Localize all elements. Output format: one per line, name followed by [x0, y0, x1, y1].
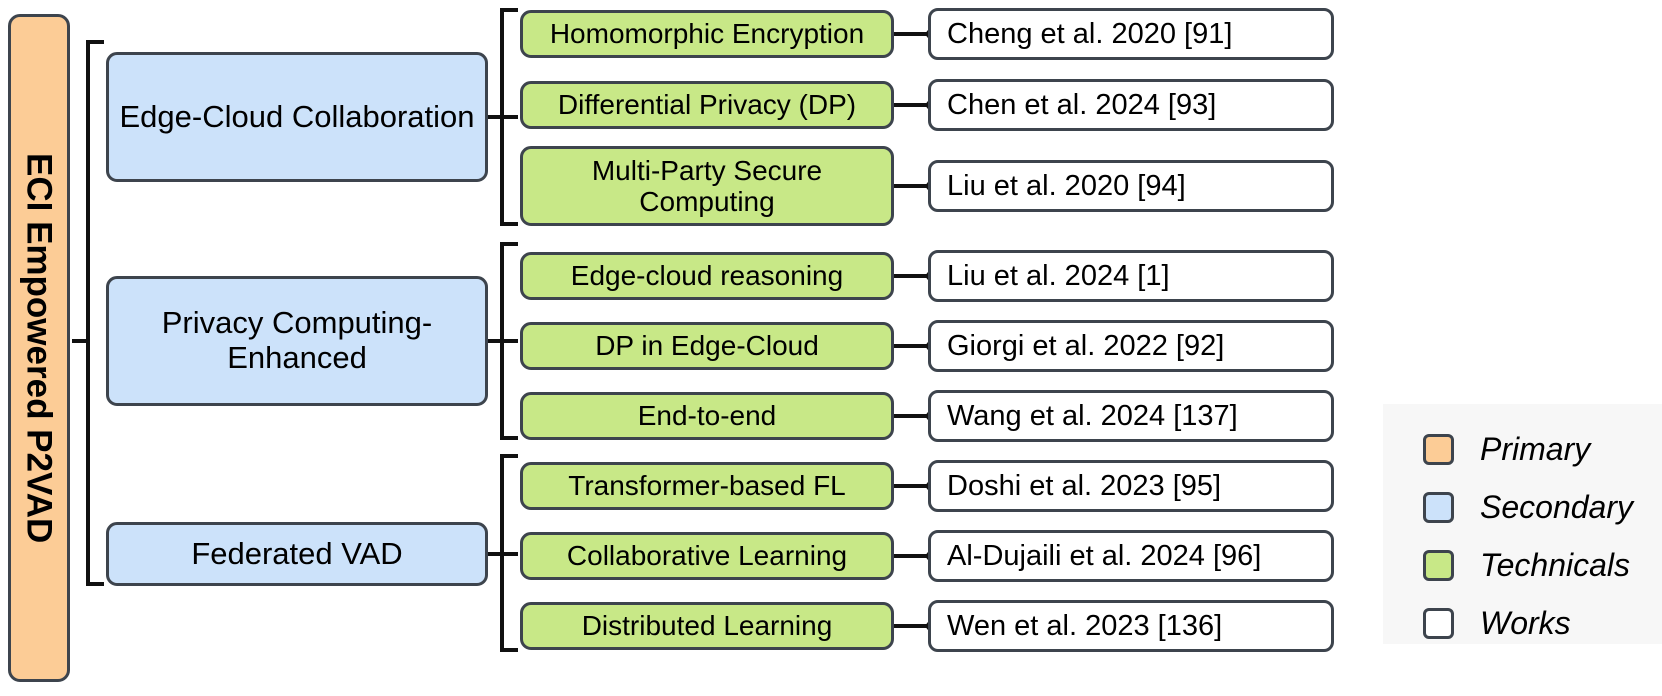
connector-line [894, 103, 936, 107]
work-label: Doshi et al. 2023 [95] [947, 469, 1222, 502]
technical-node-collaborative-learning[interactable]: Collaborative Learning [520, 532, 894, 580]
technical-node-transformer-based-fl[interactable]: Transformer-based FL [520, 462, 894, 510]
work-label: Wen et al. 2023 [136] [947, 609, 1223, 642]
branch-2-bracket-bottom-arm [500, 436, 518, 440]
root-node-eci-empowered-p2vad[interactable]: ECI Empowered P2VAD [8, 14, 70, 682]
technical-label: Transformer-based FL [568, 470, 846, 502]
work-node-cheng-2020[interactable]: Cheng et al. 2020 [91] [928, 8, 1334, 60]
connector-line [894, 344, 936, 348]
technical-label: Differential Privacy (DP) [557, 89, 857, 121]
category-node-federated-vad[interactable]: Federated VAD [106, 522, 488, 586]
connector-line [894, 32, 936, 36]
work-node-doshi-2023[interactable]: Doshi et al. 2023 [95] [928, 460, 1334, 512]
work-label: Giorgi et al. 2022 [92] [947, 329, 1225, 362]
category-label: Edge-Cloud Collaboration [119, 98, 475, 134]
technical-node-differential-privacy[interactable]: Differential Privacy (DP) [520, 81, 894, 129]
connector-line [894, 274, 936, 278]
branch-3-bracket-spine [500, 454, 504, 652]
root-node-label: ECI Empowered P2VAD [19, 152, 59, 544]
root-bracket-top-arm [86, 40, 104, 44]
branch-2-bracket-top-arm [500, 242, 518, 246]
category-label: Privacy Computing-Enhanced [161, 305, 433, 375]
branch-1-bracket-top-arm [500, 8, 518, 12]
branch-3-bracket-bottom-arm [500, 648, 518, 652]
legend-swatch-technicals-icon [1423, 549, 1454, 581]
technical-label: Edge-cloud reasoning [570, 260, 844, 292]
work-node-wen-2023[interactable]: Wen et al. 2023 [136] [928, 600, 1334, 652]
branch-2-bracket-spine [500, 242, 504, 440]
connector-line [894, 554, 936, 558]
connector-line [894, 484, 936, 488]
connector-line [894, 184, 936, 188]
work-node-giorgi-2022[interactable]: Giorgi et al. 2022 [92] [928, 320, 1334, 372]
technical-node-dp-in-edge-cloud[interactable]: DP in Edge-Cloud [520, 322, 894, 370]
technical-label: Distributed Learning [581, 610, 833, 642]
legend-label-secondary: Secondary [1480, 488, 1633, 525]
legend-label-works: Works [1480, 604, 1571, 641]
legend-item-primary: Primary [1423, 420, 1662, 478]
work-node-liu-2024[interactable]: Liu et al. 2024 [1] [928, 250, 1334, 302]
legend-item-technicals: Technicals [1423, 536, 1662, 594]
category-label: Federated VAD [191, 535, 403, 571]
technical-label: End-to-end [637, 400, 777, 432]
work-node-liu-2020[interactable]: Liu et al. 2020 [94] [928, 160, 1334, 212]
work-label: Wang et al. 2024 [137] [947, 399, 1238, 432]
technical-node-edge-cloud-reasoning[interactable]: Edge-cloud reasoning [520, 252, 894, 300]
technical-label: Collaborative Learning [566, 540, 848, 572]
legend-swatch-primary-icon [1423, 433, 1454, 465]
technical-node-distributed-learning[interactable]: Distributed Learning [520, 602, 894, 650]
category-node-edge-cloud-collaboration[interactable]: Edge-Cloud Collaboration [106, 52, 488, 182]
root-bracket-spine [86, 40, 90, 586]
work-node-al-dujaili-2024[interactable]: Al-Dujaili et al. 2024 [96] [928, 530, 1334, 582]
branch-3-bracket-top-arm [500, 454, 518, 458]
root-bracket-bottom-arm [86, 582, 104, 586]
work-label: Cheng et al. 2020 [91] [947, 17, 1233, 50]
legend-label-technicals: Technicals [1480, 546, 1631, 583]
technical-label: Multi-Party Secure Computing [591, 154, 823, 217]
branch-1-bracket-spine [500, 8, 504, 226]
legend-item-secondary: Secondary [1423, 478, 1662, 536]
technical-node-homomorphic-encryption[interactable]: Homomorphic Encryption [520, 10, 894, 58]
work-label: Liu et al. 2020 [94] [947, 169, 1186, 202]
technical-node-end-to-end[interactable]: End-to-end [520, 392, 894, 440]
technical-label: Homomorphic Encryption [549, 18, 865, 50]
technical-label: DP in Edge-Cloud [595, 330, 819, 362]
work-label: Liu et al. 2024 [1] [947, 259, 1170, 292]
work-label: Al-Dujaili et al. 2024 [96] [947, 539, 1262, 572]
work-label: Chen et al. 2024 [93] [947, 88, 1217, 121]
category-node-privacy-computing-enhanced[interactable]: Privacy Computing-Enhanced [106, 276, 488, 406]
legend-item-works: Works [1423, 594, 1662, 652]
work-node-chen-2024[interactable]: Chen et al. 2024 [93] [928, 79, 1334, 131]
connector-line [894, 624, 936, 628]
root-bracket-stem [72, 339, 88, 343]
legend-swatch-secondary-icon [1423, 491, 1454, 523]
legend-swatch-works-icon [1423, 607, 1454, 639]
work-node-wang-2024[interactable]: Wang et al. 2024 [137] [928, 390, 1334, 442]
legend-panel: Primary Secondary Technicals Works [1383, 404, 1662, 644]
branch-1-bracket-bottom-arm [500, 222, 518, 226]
technical-node-multi-party-secure-computing[interactable]: Multi-Party Secure Computing [520, 146, 894, 226]
connector-line [894, 414, 936, 418]
legend-label-primary: Primary [1480, 430, 1591, 467]
